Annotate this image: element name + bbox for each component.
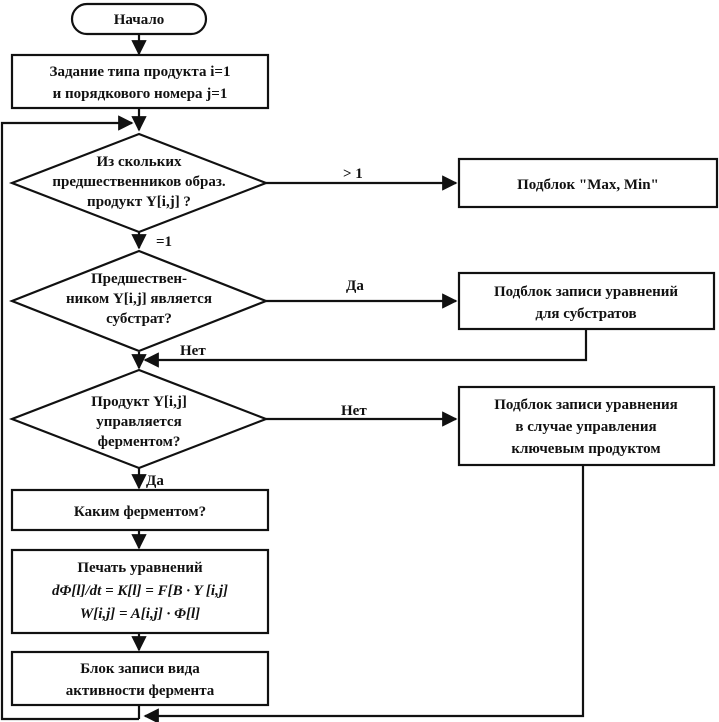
edge-label-no-enzyme: Нет [341,403,367,419]
substrate-label-2: для субстратов [535,306,636,322]
start-label: Начало [114,12,165,28]
decision1-label-1: Из скольких [97,154,182,170]
decision3-label-1: Продукт Y[i,j] [91,394,187,410]
start-node: Начало [70,2,208,36]
substrate-equations-block: Подблок записи уравнений для субстратов [457,271,716,331]
activity-label-1: Блок записи вида [80,661,200,677]
edge-label-no-substrate: Нет [180,343,206,359]
edge-labels: > 1 =1 Да Нет Нет Да [146,166,367,489]
print-equation-2: W[i,j] = A[i,j] · Φ[l] [80,606,200,622]
maxmin-label: Подблок "Max, Min" [517,177,659,193]
keyproduct-label-1: Подблок записи уравнения [494,397,678,413]
decision-substrate: Предшествен- ником Y[i,j] является субст… [8,249,270,353]
decision3-label-2: управляется [96,414,181,430]
decision2-label-2: ником Y[i,j] является [66,291,212,307]
key-product-block: Подблок записи уравнения в случае управл… [457,385,716,467]
decision2-label-1: Предшествен- [91,271,187,287]
edge-substrate-merge [143,329,588,368]
print-equation-1: dΦ[l]/dt = K[l] = F[B · Y [i,j] [52,583,228,599]
enzyme-activity-box: Блок записи вида активности фермента [10,650,270,707]
keyproduct-label-2: в случае управления [515,419,656,435]
edge-loop-back [0,115,139,721]
which-enzyme-label: Каким ферментом? [74,504,206,520]
which-enzyme-box: Каким ферментом? [10,488,270,532]
activity-label-2: активности фермента [66,683,215,699]
substrate-label-1: Подблок записи уравнений [494,284,678,300]
decision3-label-3: ферментом? [98,434,181,450]
edge-keyproduct-bottom [143,465,585,722]
init-label-1: Задание типа продукта i=1 [50,64,231,80]
connectors [0,34,588,722]
decision1-label-2: предшественников образ. [52,174,226,190]
decision-predecessor-count: Из скольких предшественников образ. прод… [8,132,270,234]
init-box: Задание типа продукта i=1 и порядкового … [10,53,270,110]
init-label-2: и порядкового номера j=1 [53,86,228,102]
decision1-label-3: продукт Y[i,j] ? [87,194,191,210]
edge-label-eq1: =1 [156,234,172,250]
edge-label-gt1: > 1 [343,166,363,182]
keyproduct-label-3: ключевым продуктом [511,441,660,457]
decision-enzyme: Продукт Y[i,j] управляется ферментом? [8,368,270,470]
edge-label-yes-enzyme: Да [146,473,164,489]
print-label-1: Печать уравнений [77,560,203,576]
maxmin-block: Подблок "Max, Min" [457,157,719,209]
print-equations-box: Печать уравнений dΦ[l]/dt = K[l] = F[B ·… [10,548,270,635]
decision2-label-3: субстрат? [106,311,172,327]
edge-label-yes-substrate: Да [346,278,364,294]
